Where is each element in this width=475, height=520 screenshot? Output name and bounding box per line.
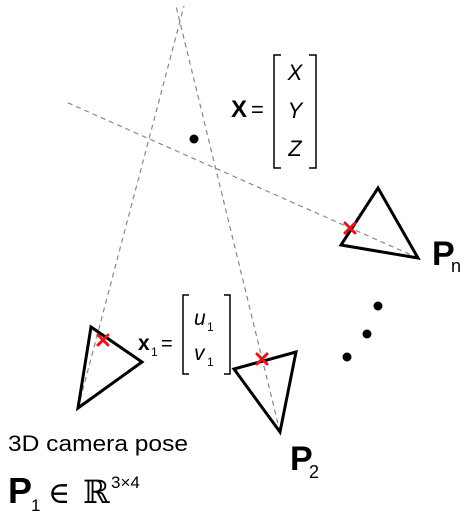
real-numbers-symbol: ℝ bbox=[83, 473, 110, 511]
matrix-dimensions-superscript: 3×4 bbox=[111, 473, 140, 492]
image-point-u-subscript: 1 bbox=[207, 320, 214, 334]
ray-camera-n bbox=[65, 101, 419, 259]
camera-n-label: P n bbox=[432, 235, 461, 276]
element-of-symbol: ∈ bbox=[48, 476, 70, 511]
camera-n-symbol: P bbox=[432, 235, 455, 273]
projection-markers bbox=[96, 221, 357, 366]
camera-1-pose-formula: P 1 ∈ ℝ 3×4 bbox=[8, 470, 140, 515]
point-symbol: X bbox=[231, 96, 247, 123]
caption-text: 3D camera pose bbox=[8, 431, 188, 456]
point-component-x: X bbox=[287, 60, 304, 85]
point-equals: = bbox=[251, 97, 264, 122]
camera-2-symbol: P bbox=[290, 440, 313, 478]
image-point-symbol: x bbox=[138, 332, 150, 355]
camera-n-frustum bbox=[338, 185, 421, 261]
camera-2-subscript: 2 bbox=[309, 462, 319, 482]
more-cameras-ellipsis bbox=[342, 301, 383, 362]
camera-1-symbol: P bbox=[8, 470, 32, 511]
image-point-bracket-left bbox=[182, 294, 189, 375]
ray-camera-2 bbox=[175, 5, 281, 433]
point-bracket-right bbox=[309, 54, 317, 169]
image-point-v: v bbox=[194, 342, 206, 365]
image-point-equals: = bbox=[161, 333, 173, 355]
image-point-equation: x 1 = u 1 v 1 bbox=[138, 294, 231, 375]
camera-2-label: P 2 bbox=[290, 440, 319, 482]
projection-marker-camera-n bbox=[343, 221, 357, 235]
camera-1-subscript: 1 bbox=[31, 496, 40, 515]
image-point-u: u bbox=[194, 307, 206, 330]
point-bracket-left bbox=[273, 54, 281, 169]
point-component-z: Z bbox=[287, 136, 303, 161]
camera-n-subscript: n bbox=[451, 256, 461, 276]
projection-marker-camera-2 bbox=[255, 352, 269, 366]
image-point-bracket-right bbox=[224, 294, 231, 375]
point-equation: X = X Y Z bbox=[231, 54, 317, 169]
3d-point bbox=[189, 134, 199, 144]
image-point-v-subscript: 1 bbox=[207, 355, 214, 369]
ray-camera-1 bbox=[77, 5, 185, 409]
image-point-subscript: 1 bbox=[151, 345, 158, 359]
projection-marker-camera-1 bbox=[96, 333, 110, 347]
camera-1-frustum bbox=[75, 324, 145, 412]
point-component-y: Y bbox=[288, 98, 304, 123]
